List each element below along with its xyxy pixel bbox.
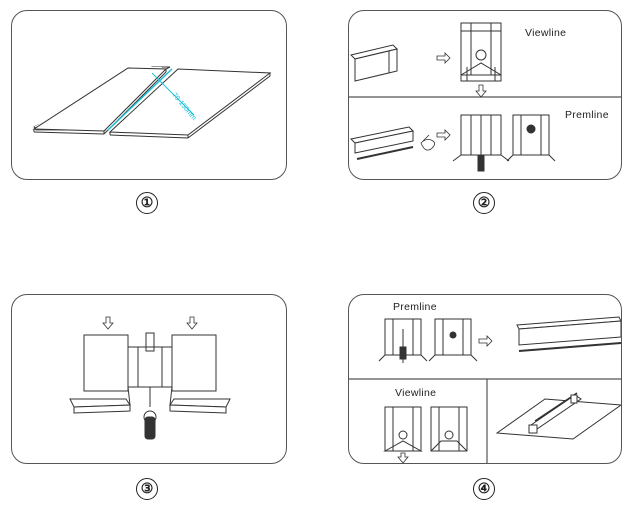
arrow-down-icon bbox=[475, 84, 487, 98]
step-4-number: ④ bbox=[473, 478, 495, 500]
arrow-right-icon bbox=[436, 52, 451, 64]
gap-line bbox=[107, 68, 173, 131]
arrow-down-icon bbox=[102, 316, 114, 330]
arrow-down-icon bbox=[397, 452, 409, 463]
viewline-cross-section-open bbox=[430, 406, 468, 452]
hand-icon bbox=[420, 134, 435, 151]
right-tile bbox=[171, 334, 217, 392]
profile-removal-illustration bbox=[349, 316, 621, 463]
premline-cross-section bbox=[506, 114, 556, 162]
step-4-panel: Premline Viewline bbox=[348, 294, 622, 464]
viewline-label: Viewline bbox=[395, 387, 437, 399]
premline-label: Premline bbox=[565, 109, 609, 121]
premline-cross-section-screwdriver bbox=[378, 318, 428, 363]
premline-profile-bar bbox=[349, 126, 415, 160]
step-1-panel: 70-150mm bbox=[11, 10, 287, 180]
left-tile bbox=[83, 334, 129, 392]
screwdriver-icon bbox=[143, 387, 157, 440]
viewline-profile-bar bbox=[350, 44, 398, 82]
arrow-down-icon bbox=[186, 316, 198, 330]
tile-fixing-illustration bbox=[69, 316, 231, 440]
premline-cross-section bbox=[428, 318, 478, 362]
premline-cross-section-screwdriver bbox=[452, 114, 510, 172]
step-3-number: ③ bbox=[136, 478, 158, 500]
dimension-line bbox=[151, 72, 195, 116]
arrow-right-icon bbox=[478, 335, 493, 347]
viewline-label: Viewline bbox=[525, 27, 567, 39]
viewline-cross-section bbox=[383, 406, 423, 452]
viewline-cross-section bbox=[460, 22, 502, 82]
premline-profile-bar bbox=[516, 316, 621, 352]
premline-label: Premline bbox=[393, 301, 437, 313]
mounted-profile-illustration bbox=[495, 392, 621, 440]
profile-insertion-illustration bbox=[349, 22, 621, 172]
step-1-number: ① bbox=[136, 192, 158, 214]
step-3-panel bbox=[11, 294, 287, 464]
step-2-panel: Viewline Premline bbox=[348, 10, 622, 180]
profile-cross-section bbox=[127, 332, 173, 388]
arrow-right-icon bbox=[436, 129, 451, 141]
ceiling-tiles-illustration: 70-150mm bbox=[32, 66, 272, 139]
step-2-number: ② bbox=[473, 192, 495, 214]
